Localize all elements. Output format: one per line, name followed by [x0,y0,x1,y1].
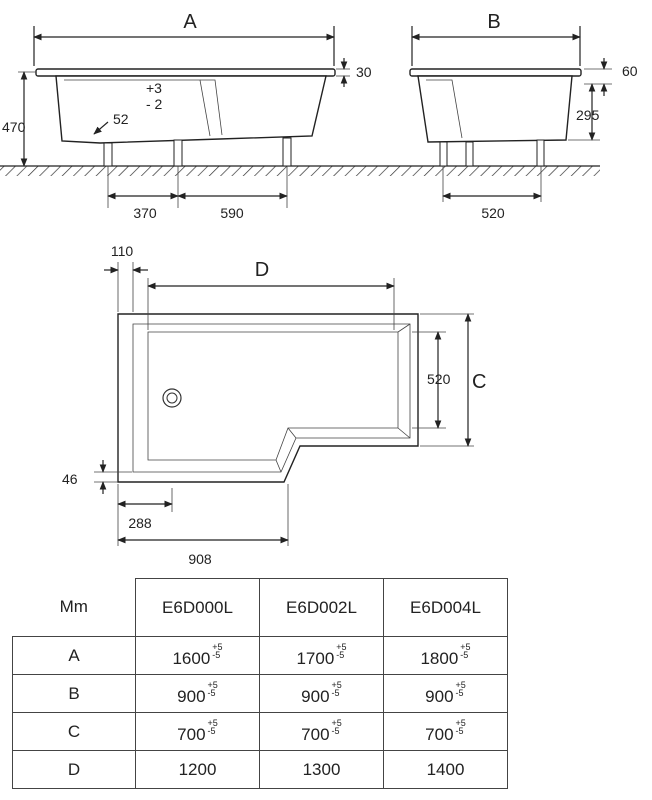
table-row-label: A [12,636,136,675]
dim-d-label: D [255,259,269,281]
dim-depth-295-label: 295 [576,107,600,123]
tolerance-mark: +5-5 [207,717,218,736]
table-corner-unit: Mm [59,597,88,617]
table-cell: 700+5-5 [383,712,508,751]
tolerance-mark: +5-5 [331,679,342,698]
dim-leg-370-label: 370 [133,205,157,221]
tol-plus-label: +3 [146,80,162,96]
dim-rim-30-label: 30 [356,64,372,80]
table-cell: 1600+5-5 [135,636,260,675]
table-header-row: Mm E6D000L E6D002L E6D004L [13,578,508,637]
side-rim [409,68,582,77]
table-row: C 700+5-5 700+5-5 700+5-5 [12,712,508,751]
table-col-header: E6D004L [383,578,508,637]
dim-520-label: 520 [427,371,451,387]
front-rim [35,68,336,77]
tolerance-mark: +5-5 [336,641,347,660]
plan-view: 110 D 520 C 46 288 908 [62,243,486,567]
table-cell: 900+5-5 [135,674,260,713]
table-cell: 1800+5-5 [383,636,508,675]
tolerance-mark: +5-5 [455,679,466,698]
front-tub-body [55,75,327,144]
side-legs [439,139,545,167]
dimensions-table: Mm E6D000L E6D002L E6D004L A 1600+5-5 17… [12,578,508,789]
front-elevation: A 52 +3 - 2 30 470 370 [2,11,372,221]
dim-46-label: 46 [62,471,78,487]
dim-leg-590-label: 590 [220,205,244,221]
technical-drawing: A 52 +3 - 2 30 470 370 [0,11,638,567]
floor-ground [0,165,600,176]
table-cell: 900+5-5 [259,674,384,713]
table-cell: 1400 [383,750,508,789]
dim-b-label: B [487,11,500,33]
dim-908-label: 908 [188,551,212,567]
table-cell: 1200 [135,750,260,789]
dim-height-470-label: 470 [2,119,26,135]
dim-288-label: 288 [128,515,152,531]
side-elevation: B 60 295 520 [409,11,638,221]
drain-outlet [162,388,182,408]
dim-110-label: 110 [111,243,134,259]
table-cell: 700+5-5 [135,712,260,751]
table-cell: 900+5-5 [383,674,508,713]
table-row-label: C [12,712,136,751]
tol-minus-label: - 2 [146,96,163,112]
table-cell: 1300 [259,750,384,789]
table-col-header: E6D002L [259,578,384,637]
table-row: D 1200 1300 1400 [12,750,508,789]
dim-legs-520-label: 520 [481,205,505,221]
table-row: B 900+5-5 900+5-5 900+5-5 [12,674,508,713]
table-cell: 700+5-5 [259,712,384,751]
dim-c-label: C [472,371,486,393]
tolerance-mark: +5-5 [331,717,342,736]
table-cell: 1700+5-5 [259,636,384,675]
tolerance-mark: +5-5 [207,679,218,698]
table-row-label: D [12,750,136,789]
table-row: A 1600+5-5 1700+5-5 1800+5-5 [12,636,508,675]
table-col-header: E6D000L [135,578,260,637]
tolerance-mark: +5-5 [460,641,471,660]
tolerance-mark: +5-5 [212,641,223,660]
dim-waste-label: 52 [113,111,129,127]
tolerance-mark: +5-5 [455,717,466,736]
table-row-label: B [12,674,136,713]
side-tub-body [417,75,573,143]
dim-a-label: A [183,11,197,33]
dim-rim-60-label: 60 [622,63,638,79]
